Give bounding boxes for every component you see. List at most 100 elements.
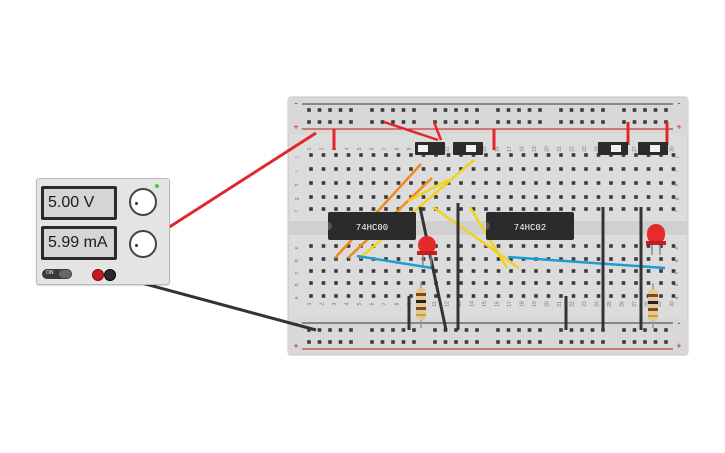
breadboard-hole[interactable]: [671, 207, 676, 211]
breadboard-hole[interactable]: [559, 167, 563, 171]
breadboard-hole[interactable]: [371, 181, 376, 185]
breadboard-hole[interactable]: [346, 153, 351, 157]
breadboard-hole[interactable]: [546, 294, 551, 298]
rail-hole[interactable]: [643, 108, 647, 112]
breadboard-hole[interactable]: [409, 244, 413, 248]
breadboard-hole[interactable]: [671, 181, 676, 185]
breadboard-hole[interactable]: [446, 269, 451, 273]
breadboard-hole[interactable]: [484, 153, 488, 157]
breadboard-hole[interactable]: [496, 281, 501, 285]
breadboard-hole[interactable]: [646, 244, 651, 248]
breadboard-hole[interactable]: [321, 207, 326, 211]
breadboard-hole[interactable]: [546, 269, 551, 273]
breadboard-hole[interactable]: [396, 153, 401, 157]
breadboard-hole[interactable]: [496, 294, 501, 298]
rail-hole[interactable]: [643, 340, 647, 344]
breadboard-hole[interactable]: [409, 269, 413, 273]
rail-hole[interactable]: [569, 120, 574, 124]
rail-hole[interactable]: [601, 120, 605, 124]
breadboard-hole[interactable]: [384, 153, 388, 157]
breadboard-hole[interactable]: [621, 167, 626, 171]
breadboard-hole[interactable]: [309, 207, 313, 211]
breadboard-hole[interactable]: [634, 257, 638, 261]
rail-hole[interactable]: [391, 340, 395, 344]
rail-hole[interactable]: [380, 108, 385, 112]
breadboard-hole[interactable]: [559, 181, 563, 185]
breadboard-hole[interactable]: [334, 195, 338, 199]
rail-hole[interactable]: [317, 328, 322, 332]
breadboard-hole[interactable]: [484, 281, 488, 285]
rail-hole[interactable]: [328, 108, 332, 112]
breadboard-hole[interactable]: [621, 207, 626, 211]
breadboard-hole[interactable]: [434, 167, 438, 171]
wire-orange-1[interactable]: [334, 163, 422, 259]
rail-hole[interactable]: [664, 108, 668, 112]
breadboard-hole[interactable]: [396, 294, 401, 298]
breadboard-hole[interactable]: [671, 167, 676, 171]
breadboard-hole[interactable]: [309, 244, 313, 248]
rail-hole[interactable]: [349, 108, 353, 112]
breadboard-hole[interactable]: [546, 153, 551, 157]
breadboard-hole[interactable]: [409, 181, 413, 185]
breadboard-hole[interactable]: [521, 207, 526, 211]
wire-yellow-3[interactable]: [432, 205, 520, 270]
rail-hole[interactable]: [632, 328, 637, 332]
breadboard-hole[interactable]: [384, 167, 388, 171]
breadboard-hole[interactable]: [534, 207, 538, 211]
breadboard-hole[interactable]: [596, 269, 601, 273]
breadboard-hole[interactable]: [321, 244, 326, 248]
breadboard-hole[interactable]: [521, 167, 526, 171]
breadboard-hole[interactable]: [321, 281, 326, 285]
chip-74hc02[interactable]: 74HC02: [486, 212, 574, 240]
rail-hole[interactable]: [590, 340, 595, 344]
rail-hole[interactable]: [370, 340, 374, 344]
rail-hole[interactable]: [370, 328, 374, 332]
led-1[interactable]: [417, 236, 437, 266]
breadboard-hole[interactable]: [584, 207, 588, 211]
rail-hole[interactable]: [412, 108, 416, 112]
breadboard-hole[interactable]: [646, 281, 651, 285]
breadboard-hole[interactable]: [596, 294, 601, 298]
rail-hole[interactable]: [569, 108, 574, 112]
breadboard-hole[interactable]: [634, 207, 638, 211]
rail-hole[interactable]: [506, 340, 511, 344]
rail-hole[interactable]: [412, 328, 416, 332]
breadboard-hole[interactable]: [621, 281, 626, 285]
breadboard-hole[interactable]: [471, 269, 476, 273]
breadboard-hole[interactable]: [584, 167, 588, 171]
breadboard-hole[interactable]: [634, 244, 638, 248]
rail-hole[interactable]: [664, 340, 668, 344]
breadboard-hole[interactable]: [621, 181, 626, 185]
breadboard-hole[interactable]: [634, 167, 638, 171]
breadboard-hole[interactable]: [334, 167, 338, 171]
breadboard-hole[interactable]: [571, 207, 576, 211]
wire-red-switch-2[interactable]: [432, 121, 443, 141]
breadboard-hole[interactable]: [321, 257, 326, 261]
breadboard-hole[interactable]: [671, 195, 676, 199]
breadboard-hole[interactable]: [646, 167, 651, 171]
breadboard-hole[interactable]: [384, 207, 388, 211]
breadboard-hole[interactable]: [509, 207, 513, 211]
chip-74hc00[interactable]: 74HC00: [328, 212, 416, 240]
breadboard-hole[interactable]: [596, 195, 601, 199]
breadboard-hole[interactable]: [484, 269, 488, 273]
rail-hole[interactable]: [401, 120, 406, 124]
breadboard-hole[interactable]: [371, 281, 376, 285]
breadboard-hole[interactable]: [484, 181, 488, 185]
breadboard-hole[interactable]: [571, 167, 576, 171]
rail-hole[interactable]: [454, 340, 458, 344]
rail-hole[interactable]: [653, 328, 658, 332]
breadboard-hole[interactable]: [659, 207, 663, 211]
breadboard-hole[interactable]: [509, 195, 513, 199]
breadboard-hole[interactable]: [534, 244, 538, 248]
breadboard-hole[interactable]: [371, 195, 376, 199]
breadboard-hole[interactable]: [671, 153, 676, 157]
rail-hole[interactable]: [454, 120, 458, 124]
breadboard-hole[interactable]: [484, 195, 488, 199]
breadboard-hole[interactable]: [359, 195, 363, 199]
rail-hole[interactable]: [580, 108, 584, 112]
rail-hole[interactable]: [412, 120, 416, 124]
breadboard-hole[interactable]: [409, 257, 413, 261]
rail-hole[interactable]: [475, 340, 479, 344]
